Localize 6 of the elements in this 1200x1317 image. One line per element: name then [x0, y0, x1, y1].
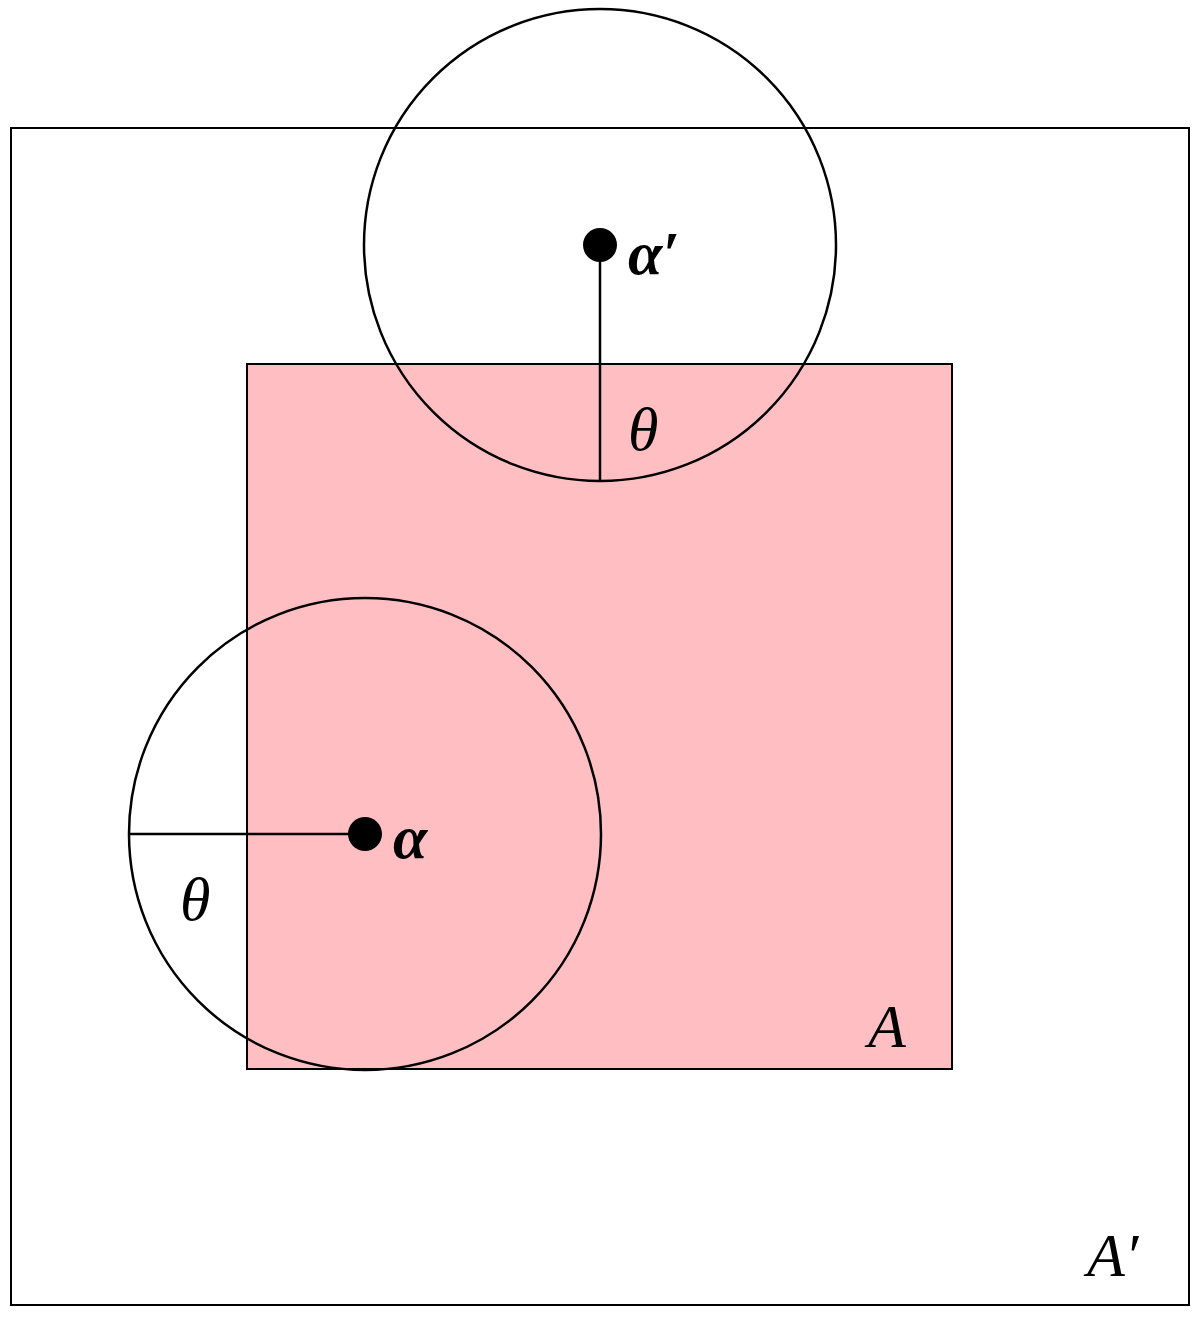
region-square — [246, 363, 953, 1070]
region-square — [10, 127, 1190, 1306]
point-label: α′ — [628, 222, 680, 284]
angle-label: θ — [180, 868, 211, 930]
point-label: α — [393, 806, 428, 868]
angle-label: θ — [628, 398, 659, 460]
